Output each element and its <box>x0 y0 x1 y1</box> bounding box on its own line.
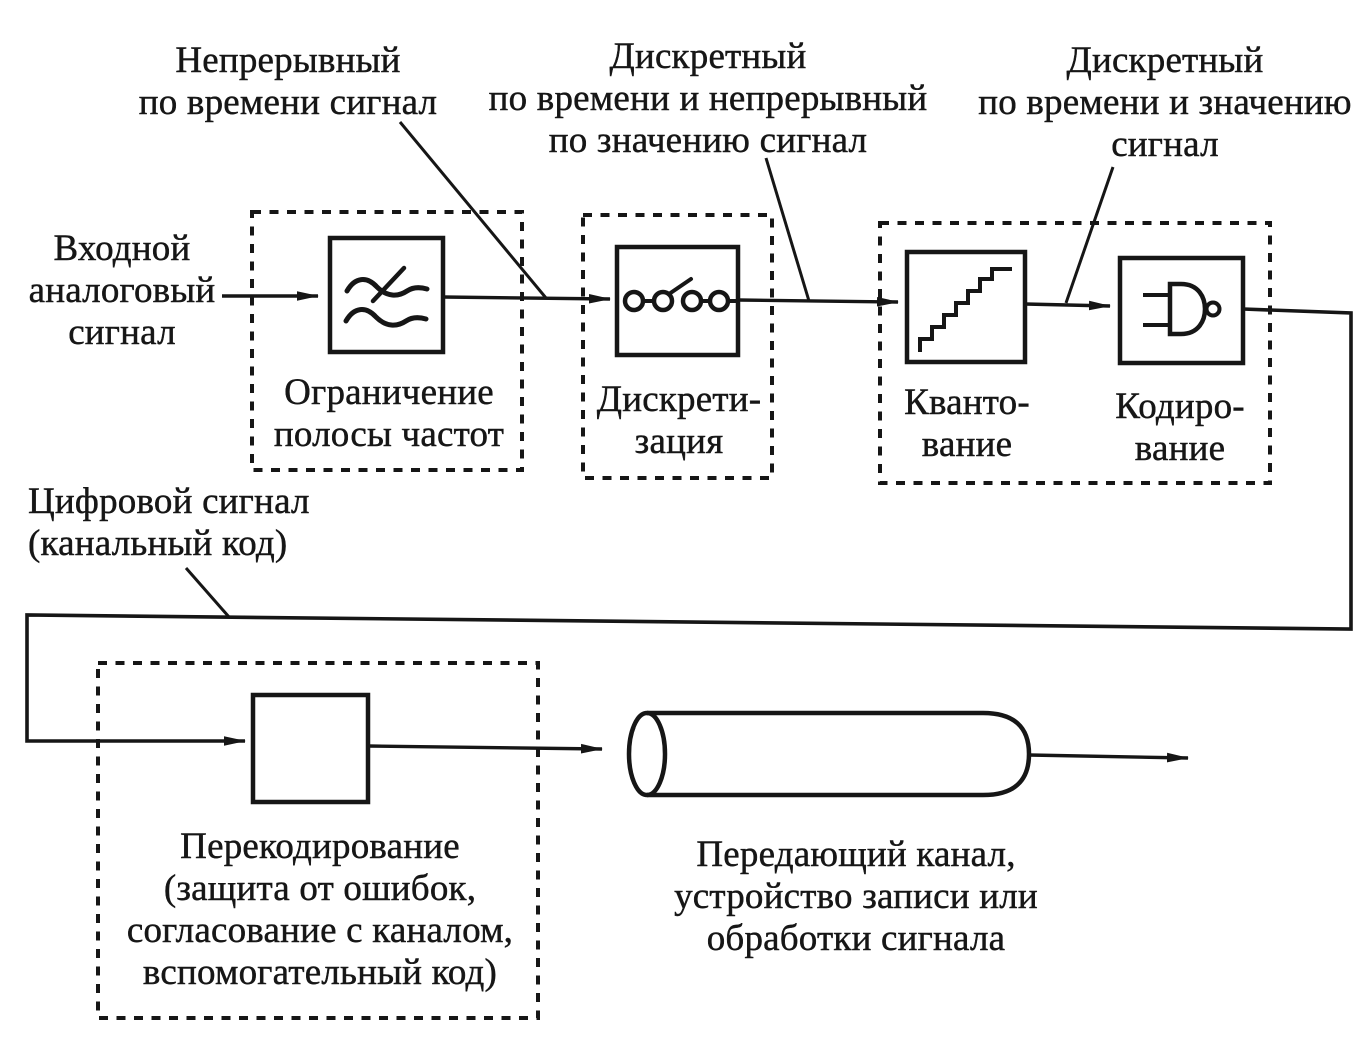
band-limit-filter-icon <box>343 265 430 328</box>
quantization-coding-stage-box <box>878 221 1272 485</box>
leader-discrete-time-value <box>1064 166 1115 304</box>
flow-arrow-quantization-to-coding <box>1024 300 1111 311</box>
label-coding: Кодиро- вание <box>1115 386 1245 469</box>
channel-cylinder-icon <box>626 710 1032 798</box>
leader-discrete-time-continuous-value <box>764 157 811 302</box>
label-discrete-time-continuous-value-signal: Дискретный по времени и непрерывный по з… <box>488 36 928 161</box>
coding-box <box>1117 255 1246 366</box>
flow-arrow-sampling-to-quantization <box>737 296 899 307</box>
quantization-box <box>904 249 1028 365</box>
leader-digital-signal <box>184 567 231 618</box>
label-recoding: Перекодирование (защита от ошибок, согла… <box>126 826 514 993</box>
leader-continuous-time <box>398 121 548 299</box>
sampling-switch-icon <box>622 277 738 313</box>
recoding-stage-box <box>96 661 540 1020</box>
label-input-analog-signal: Входной аналоговый сигнал <box>28 228 216 353</box>
output-flow-arrow <box>1028 752 1189 763</box>
flow-line-coding-to-recoding <box>25 307 1353 746</box>
label-band-limiting: Ограничение полосы частот <box>273 372 505 455</box>
flow-arrow-band-limit-to-sampling <box>442 293 611 304</box>
label-transmission-channel: Передающий канал, устройство записи или … <box>674 834 1038 959</box>
sampling-stage-box <box>581 213 774 480</box>
nand-gate-icon <box>1143 281 1222 337</box>
recoding-box <box>250 692 371 805</box>
flow-arrow-recoding-to-channel <box>367 743 603 754</box>
quantization-staircase-icon <box>918 267 1012 352</box>
label-discrete-time-value-signal: Дискретный по времени и значению сигнал <box>978 40 1352 165</box>
label-quantization: Кванто- вание <box>904 382 1030 465</box>
label-continuous-time-signal: Непрерывный по времени сигнал <box>138 40 438 123</box>
sampling-switch-box <box>614 244 741 358</box>
band-limit-filter-box <box>327 235 446 355</box>
label-digital-signal: Цифровой сигнал (канальный код) <box>28 481 310 564</box>
label-sampling: Дискрети- зация <box>596 379 762 462</box>
